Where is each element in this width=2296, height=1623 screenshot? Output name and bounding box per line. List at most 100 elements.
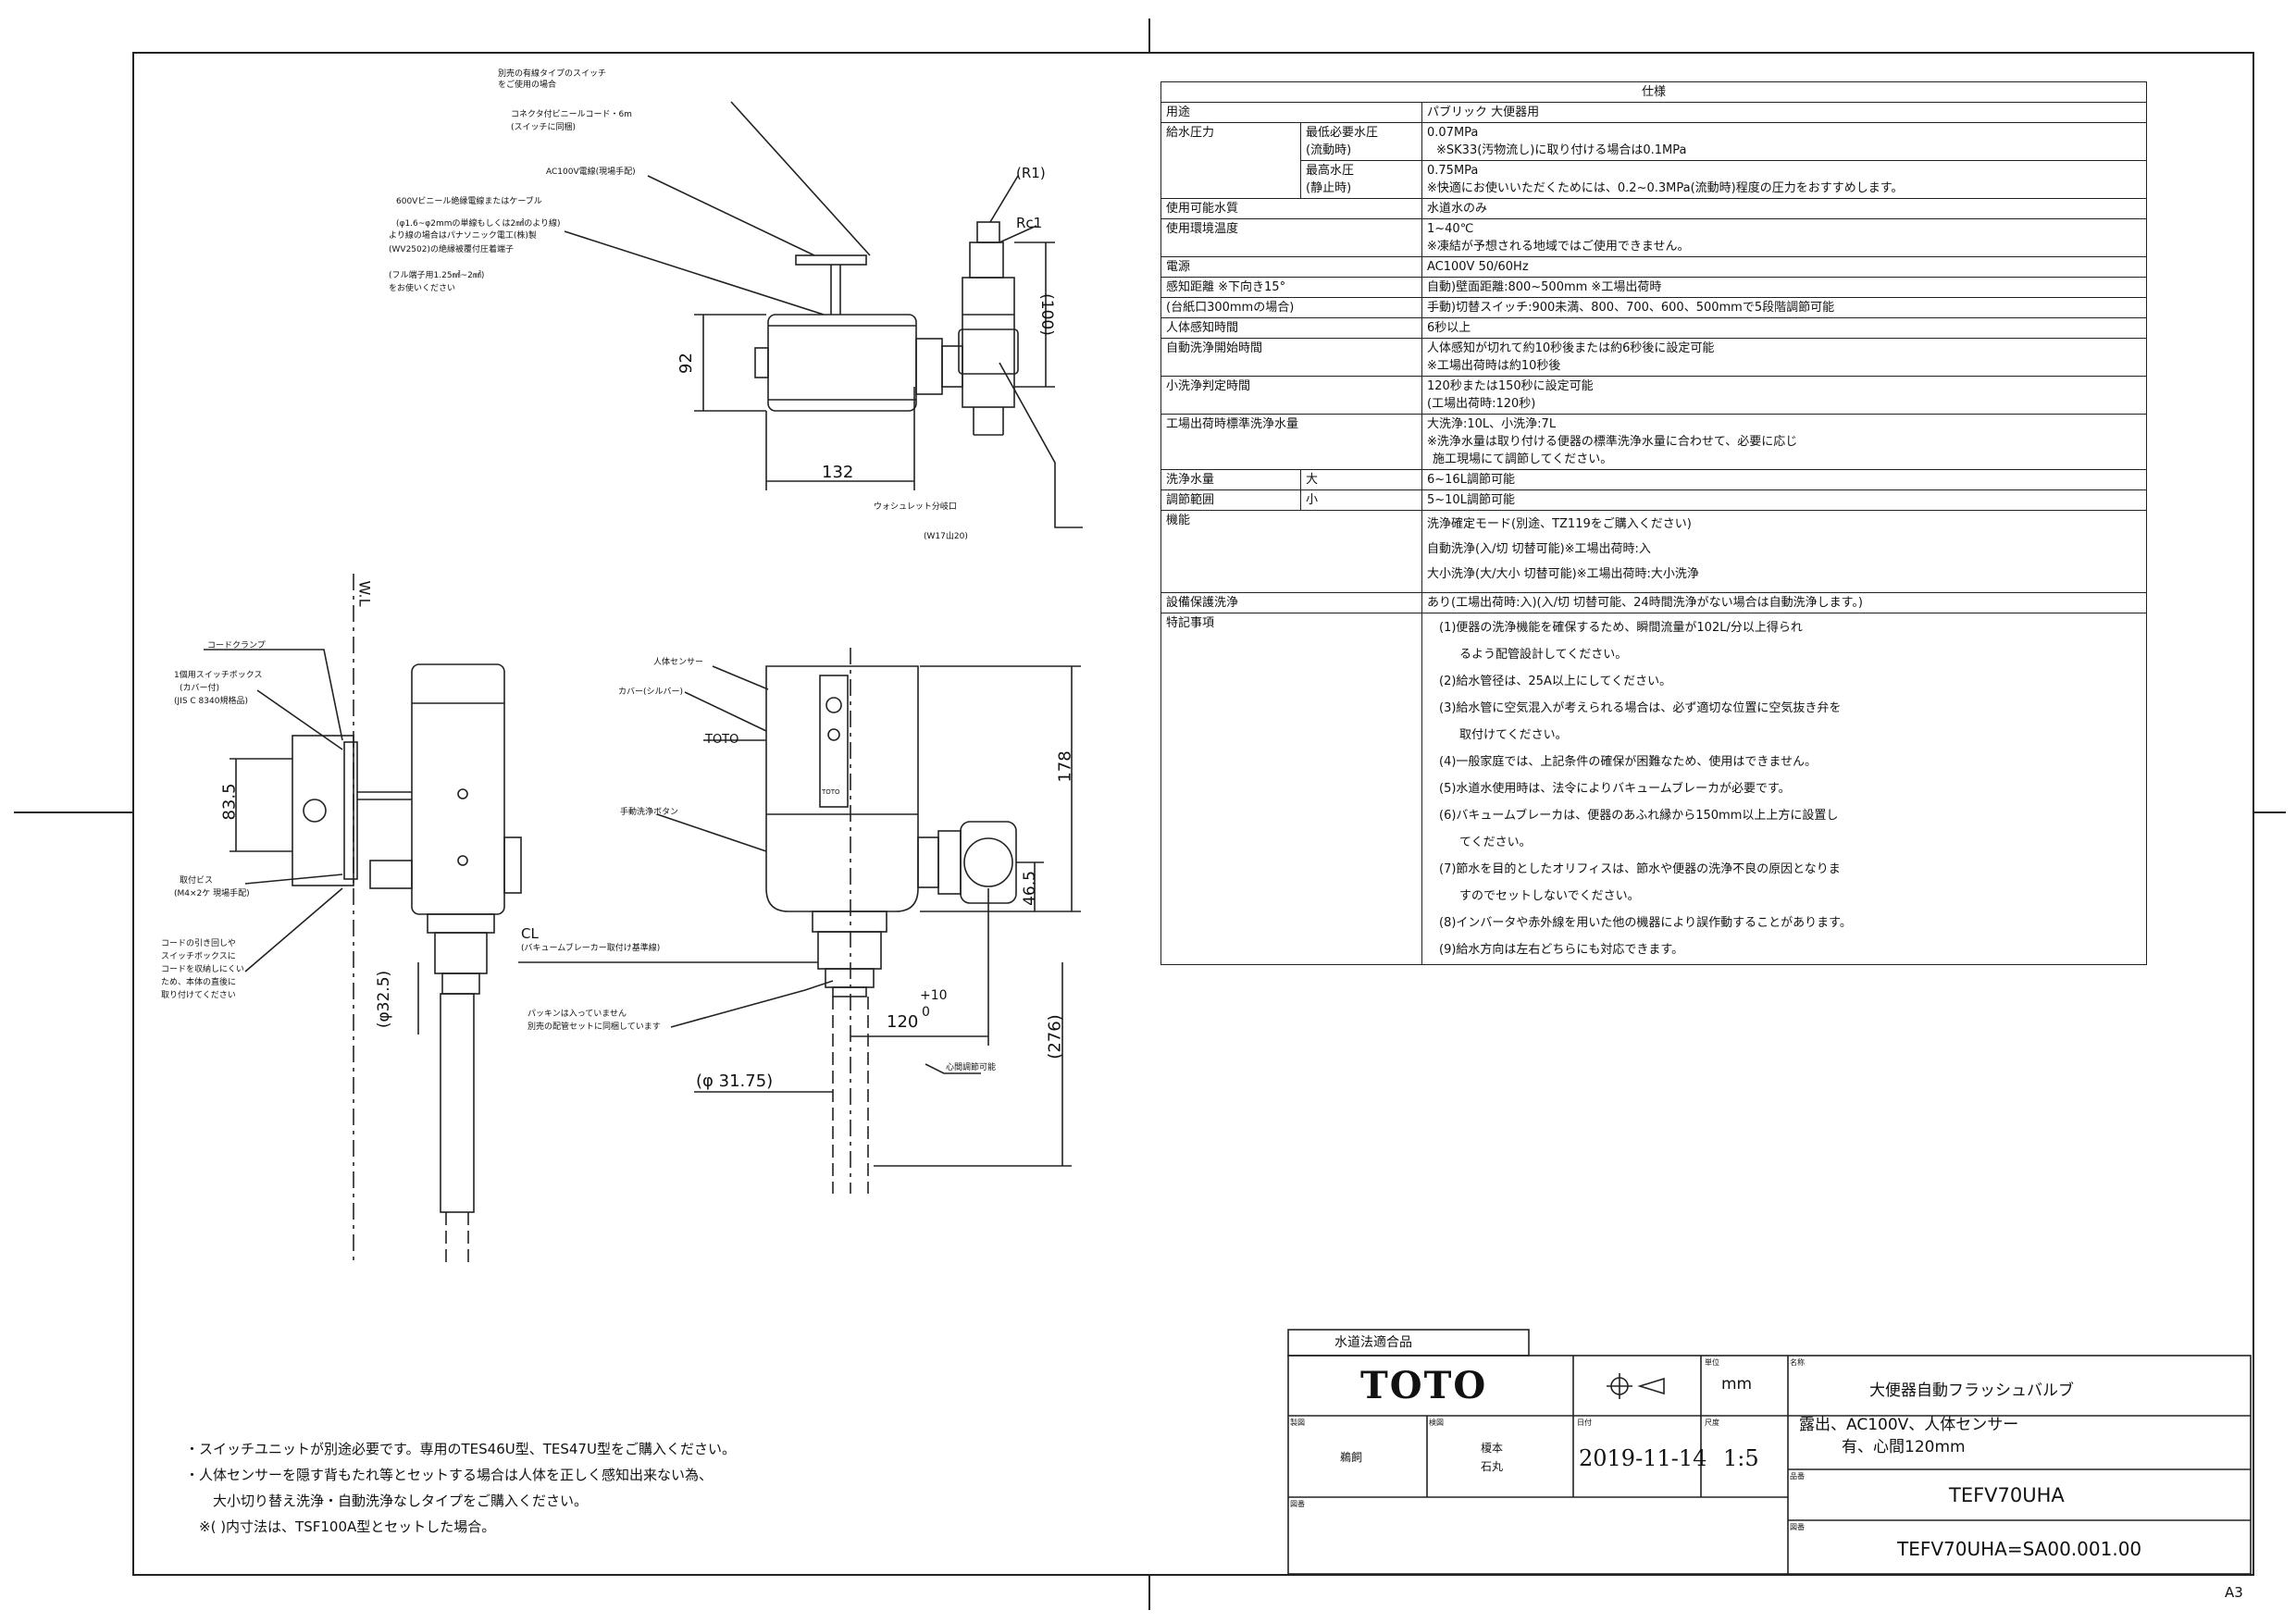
spec-label-water: 使用可能水質 [1160,198,1422,219]
cord-clamp-label: コードクランプ [207,641,266,650]
dim-835: 83.5 [219,783,240,821]
spec-value-water: 水道水のみ [1421,198,2147,219]
unit-label: 単位 [1705,1358,1719,1367]
cable-note-4: (WV2502)の絶縁被覆付圧着端子 [389,245,514,254]
drawn-value: 鵜飼 [1340,1451,1363,1464]
dim-465: 46.5 [1020,871,1039,906]
r1-label: (R1) [1016,165,1046,181]
spec-value-use: パブリック 大便器用 [1421,102,2147,123]
cord-note-3: コードを収納しにくい [161,965,244,974]
note-1: ・スイッチユニットが別途必要です。専用のTES46U型、TES47U型をご購入く… [185,1441,736,1457]
cord-note-1: コードの引き回しや [161,939,236,948]
spec-table: 仕様 用途 パブリック 大便器用 給水圧力 最低必要水圧(流動時) 0.07MP… [1160,81,2147,965]
title-block-lines [1287,1329,2252,1575]
dim-178: 178 [1055,750,1075,783]
washlet-size: (W17山20) [924,532,968,541]
spec-value-min: 0.07MPa※SK33(汚物流し)に取り付ける場合は0.1MPa [1421,122,2147,161]
manual-button-label: 手動洗浄ボタン [620,808,679,817]
cable-note-5: (フル端子用1.25㎟~2㎟) [389,271,485,280]
cord-label-1: コネクタ付ビニールコード・6m [511,110,632,119]
model-value: TEFV70UHA [1949,1484,2065,1506]
spec-label-notes: 特記事項 [1160,613,1422,965]
dim-132: 132 [822,463,854,482]
product-desc-1: 露出、AC100V、人体センサー [1799,1416,2019,1434]
drawing-no-label: 図番 [1790,1523,1805,1531]
dim-120: 120 [887,1012,919,1032]
cable-note-3: より線の場合はパナソニック電工(株)製 [389,231,537,241]
cord-note-4: ため、本体の直後に [161,978,237,987]
washlet-label: ウォシュレット分岐口 [874,502,957,512]
spec-value-max: 0.75MPa※快適にお使いいただくためには、0.2~0.3MPa(流動時)程度… [1421,160,2147,199]
spec-size-small: 小 [1300,489,1422,511]
wl-label: W.L [355,580,374,607]
company-logo: TOTO [1360,1364,1488,1407]
spec-label-power: 電源 [1160,256,1422,278]
spec-label-detect: 人体感知時間 [1160,317,1422,339]
cable-note-2: (φ1.6~φ2mmの単線もしくは2㎟のより線) [396,219,561,229]
screws-2: (M4×2ケ 現場手配) [174,889,250,898]
spec-value-small: 5~10L調節可能 [1421,489,2147,511]
spec-value-small-flush: 120秒または150秒に設定可能(工場出荷時:120秒) [1421,376,2147,415]
front-view [518,648,1081,1194]
spec-label-wash-volume: 洗浄水量 [1160,469,1301,490]
spec-label-small-flush: 小洗浄判定時間 [1160,376,1422,415]
drawn-label: 製図 [1290,1419,1305,1427]
note-4: ※( )内寸法は、TSF100A型とセットした場合。 [199,1518,496,1535]
spec-value-auto-start: 人体感知が切れて約10秒後または約6秒後に設定可能※工場出荷時は約10秒後 [1421,338,2147,377]
checked-value-2: 石丸 [1481,1460,1504,1473]
spec-value-volume: 大洗浄:10L、小洗浄:7L※洗浄水量は取り付ける便器の標準洗浄水量に合わせて、… [1421,414,2147,470]
spec-label-protect: 設備保護洗浄 [1160,592,1422,613]
spec-label-function: 機能 [1160,510,1422,593]
cl-label: CL [521,925,539,942]
switch-note-2: をご使用の場合 [498,81,557,90]
spec-value-range-manual: 手動)切替スイッチ:900未満、800、700、600、500mmで5段階調節可… [1421,297,2147,318]
switch-box-2: (カバー付) [180,684,220,693]
spec-label-temp: 使用環境温度 [1160,218,1422,257]
spec-label-adjust: 調節範囲 [1160,489,1301,511]
spec-label-auto-start: 自動洗浄開始時間 [1160,338,1422,377]
scale-value: 1:5 [1723,1445,1759,1471]
vb-label: (バキュームブレーカー取付け基準線) [521,944,661,953]
dim-100: (100) [1036,293,1056,336]
packing-1: パッキンは入っていません [527,1010,627,1019]
spec-label-range-note: (台紙口300mmの場合) [1160,297,1422,318]
note-2: ・人体センサーを隠す背もたれ等とセットする場合は人体を正しく感知出来ない為、 [185,1467,714,1483]
spec-value-notes: (1)便器の洗浄機能を確保するため、瞬間流量が102L/分以上得られ るよう配管… [1421,613,2147,965]
date-label: 日付 [1577,1419,1592,1427]
date-value: 2019-11-14 [1579,1445,1707,1471]
sensor-label: 人体センサー [653,658,704,667]
unit-value: mm [1721,1375,1753,1394]
spec-value-protect: あり(工場出荷時:入)(入/切 切替可能、24時間洗浄がない場合は自動洗浄します… [1421,592,2147,613]
checked-label: 検図 [1429,1419,1444,1427]
cord-note-5: 取り付けてください [161,991,236,1000]
cord-label-2: (スイッチに同梱) [511,123,577,132]
rc1-label: Rc1 [1016,215,1043,231]
side-view [204,574,522,1263]
dim-92: 92 [676,353,696,374]
drawing-no-value: TEFV70UHA=SA00.001.00 [1897,1538,2142,1560]
dim-3175: (φ 31.75) [696,1072,774,1091]
spec-value-large: 6~16L調節可能 [1421,469,2147,490]
spec-size-large: 大 [1300,469,1422,490]
compliance-label: 水道法適合品 [1334,1335,1412,1350]
name-label: 名称 [1790,1358,1805,1367]
switch-box-1: 1個用スイッチボックス [174,671,263,680]
toto-label: TOTO [705,733,739,747]
spec-value-detect: 6秒以上 [1421,317,2147,339]
ac-wire-label: AC100V電線(現場手配) [546,167,636,177]
cord-note-2: スイッチボックスに [161,952,236,961]
spec-value-power: AC100V 50/60Hz [1421,256,2147,278]
spec-value-function: 洗浄確定モード(別途、TZ119をご購入ください)自動洗浄(入/切 切替可能)※… [1421,510,2147,593]
spec-label-volume: 工場出荷時標準洗浄水量 [1160,414,1422,470]
scale-label: 尺度 [1705,1419,1719,1427]
packing-2: 別売の配管セットに同梱しています [527,1022,661,1032]
screws-1: 取付ビス [180,876,214,886]
note-3: 大小切り替え洗浄・自動洗浄なしタイプをご購入ください。 [213,1493,589,1509]
sheet-border [132,52,2254,1576]
spec-label-pressure: 給水圧力 [1160,122,1301,199]
drawing-no-label-left: 図番 [1290,1500,1305,1508]
center-adjust-label: 心間調節可能 [946,1063,997,1072]
spec-sublabel-max: 最高水圧(静止時) [1300,160,1422,199]
model-label: 品番 [1790,1472,1805,1481]
spec-sublabel-min: 最低必要水圧(流動時) [1300,122,1422,161]
